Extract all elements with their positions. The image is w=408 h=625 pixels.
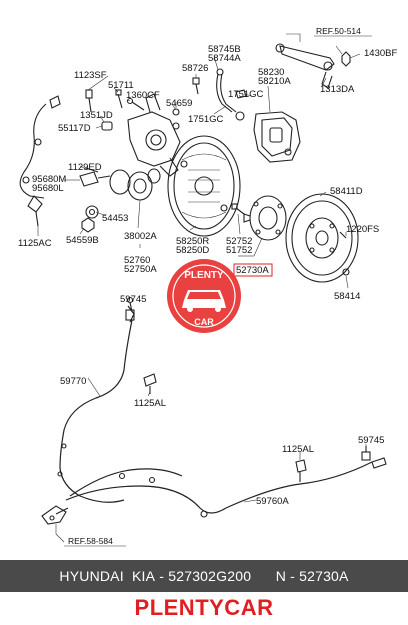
plentycar-watermark: PLENTY CAR bbox=[167, 259, 241, 333]
bolt-1129ed bbox=[85, 167, 99, 173]
part-label-54453: 54453 bbox=[102, 213, 128, 224]
exploded-parts-diagram: REF.50-514 1430BF 1313DA 58745B 58744A 5… bbox=[18, 26, 397, 547]
part-label-1220fs: 1220FS bbox=[346, 224, 379, 235]
parking-cable-59770 bbox=[57, 305, 135, 503]
part-label-1751gc-a: 1751GC bbox=[228, 89, 264, 100]
nut-58414 bbox=[342, 268, 350, 276]
part-label-52730a: 52730A bbox=[236, 265, 269, 276]
part-label-52750a: 52750A bbox=[124, 264, 157, 275]
part-label-58726: 58726 bbox=[182, 63, 208, 74]
part-label-51752: 51752 bbox=[226, 245, 252, 256]
part-label-58414: 58414 bbox=[334, 291, 360, 302]
footer-model: KIA bbox=[132, 568, 156, 584]
part-label-55117d: 55117D bbox=[58, 123, 91, 134]
part-label-58210a: 58210A bbox=[258, 76, 291, 87]
car-icon bbox=[182, 290, 226, 312]
part-label-1360cf: 1360CF bbox=[126, 90, 160, 101]
watermark-bottom-text: CAR bbox=[194, 317, 214, 327]
clip-59745-lower bbox=[361, 446, 371, 461]
part-label-1751gc-b: 1751GC bbox=[188, 114, 224, 125]
equalizer-bracket bbox=[41, 505, 69, 525]
part-label-52760: 52760 bbox=[124, 255, 150, 266]
brake-caliper bbox=[253, 111, 301, 163]
bracket-1125al-upper bbox=[143, 373, 157, 394]
bolt-54659 bbox=[171, 103, 180, 116]
part-label-1125al-b: 1125AL bbox=[282, 444, 314, 455]
part-label-59745-b: 59745 bbox=[358, 435, 384, 446]
part-label-59745-a: 59745 bbox=[120, 294, 146, 305]
footer-brand: HYUNDAI bbox=[59, 568, 124, 584]
upper-control-arm bbox=[275, 33, 335, 89]
part-label-58250d: 58250D bbox=[176, 245, 209, 256]
brand-title: PLENTYCAR bbox=[134, 595, 274, 620]
part-label-58230: 58230 bbox=[258, 67, 284, 78]
footer-part-number: 527302G200 bbox=[168, 568, 252, 584]
backing-plate bbox=[167, 135, 241, 237]
sensor-55117d bbox=[101, 121, 113, 131]
bolt-52752 bbox=[231, 203, 245, 215]
part-label-58411d: 58411D bbox=[330, 186, 363, 197]
washer-54453 bbox=[85, 205, 99, 219]
part-label-58744a: 58744A bbox=[208, 53, 241, 64]
part-label-38002a: 38002A bbox=[124, 231, 157, 242]
bolt-1360cf bbox=[126, 97, 145, 111]
footer-n-value: 52730A bbox=[299, 568, 349, 584]
part-info-bar: HYUNDAI KIA - 527302G200 N - 52730A bbox=[0, 560, 408, 592]
brake-hose bbox=[216, 68, 247, 121]
ref-50-514-label: REF.50-514 bbox=[316, 26, 361, 36]
part-label-59770: 59770 bbox=[60, 376, 86, 387]
hub-flange bbox=[243, 195, 287, 241]
brake-disc bbox=[285, 193, 359, 283]
part-label-59760a: 59760A bbox=[256, 496, 289, 507]
part-label-1313da: 1313DA bbox=[320, 84, 355, 95]
bolt-51711 bbox=[115, 89, 123, 109]
sensor-95680 bbox=[79, 171, 111, 187]
bolt-58726 bbox=[192, 77, 200, 95]
highlight-box-52730a bbox=[233, 263, 273, 277]
hub-bearing bbox=[109, 168, 161, 201]
part-label-1351jd: 1351JD bbox=[80, 110, 113, 121]
part-label-95680l: 95680L bbox=[32, 183, 64, 194]
part-label-54559b: 54559B bbox=[66, 235, 99, 246]
part-label-58745b: 58745B bbox=[208, 44, 241, 55]
footer-n-label: N bbox=[275, 568, 287, 584]
part-label-1123sf: 1123SF bbox=[74, 70, 107, 81]
bolt-54559b bbox=[81, 217, 95, 233]
watermark-top-text: PLENTY bbox=[184, 270, 224, 281]
part-label-95680m: 95680M bbox=[32, 174, 66, 185]
part-label-58250r: 58250R bbox=[176, 236, 209, 247]
parking-cable-59760a bbox=[65, 457, 387, 518]
part-label-1129ed: 1129ED bbox=[68, 162, 102, 173]
knuckle bbox=[127, 93, 181, 177]
part-label-54659: 54659 bbox=[166, 98, 192, 109]
part-label-1125al-a: 1125AL bbox=[134, 398, 166, 409]
bolt-1123sf bbox=[85, 89, 93, 113]
bolt-1430bf bbox=[341, 51, 361, 67]
part-label-1430bf: 1430BF bbox=[364, 48, 397, 59]
part-label-1125ac: 1125AC bbox=[18, 238, 52, 249]
screw-1220fs bbox=[339, 231, 347, 239]
bracket-1125al-lower bbox=[295, 459, 307, 482]
part-label-52752: 52752 bbox=[226, 236, 252, 247]
ref-58-584-label: REF.58-584 bbox=[68, 536, 113, 546]
abs-sensor-wire bbox=[19, 95, 61, 227]
part-label-51711: 51711 bbox=[108, 80, 134, 91]
leader-lines bbox=[37, 45, 367, 534]
